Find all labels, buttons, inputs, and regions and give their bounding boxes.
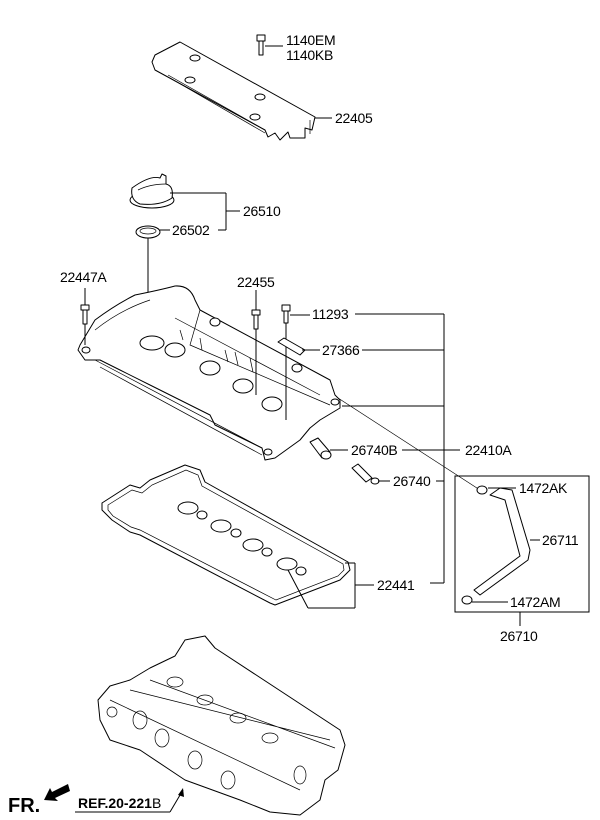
pcv-valve-26740-icon (351, 463, 390, 485)
label-26711[interactable]: 26711 (542, 532, 579, 548)
label-27366[interactable]: 27366 (322, 342, 360, 358)
label-11293[interactable]: 11293 (312, 306, 349, 322)
label-26740[interactable]: 26740 (393, 473, 431, 489)
label-1472ak[interactable]: 1472AK (519, 480, 568, 496)
reference-suffix: B (152, 795, 161, 811)
bolt-22447a-icon (80, 288, 90, 345)
ref-leader (75, 788, 184, 813)
reference-code: REF.20-221 (78, 795, 152, 811)
cylinder-head-drawing (97, 635, 346, 816)
rocker-cover-drawing (77, 285, 341, 461)
label-22405[interactable]: 22405 (335, 110, 373, 126)
hose-assy-box (454, 475, 590, 626)
label-26740b[interactable]: 26740B (351, 442, 398, 458)
label-26502[interactable]: 26502 (172, 222, 210, 238)
connection-line (337, 397, 481, 491)
grommet-26740b-icon (309, 437, 348, 460)
label-22441[interactable]: 22441 (377, 577, 415, 593)
oil-filler-cap-drawing (129, 173, 175, 340)
label-1140em[interactable]: 1140EM (286, 32, 336, 48)
label-1140kb[interactable]: 1140KB (286, 47, 333, 63)
bracket-27366-icon (277, 337, 320, 356)
cover-gasket-drawing (101, 464, 374, 609)
label-1472am[interactable]: 1472AM (510, 594, 561, 610)
label-26710[interactable]: 26710 (500, 628, 538, 644)
front-indicator: FR. (8, 795, 40, 817)
bolt-22455-icon (251, 290, 261, 395)
label-22447a[interactable]: 22447A (60, 269, 108, 285)
front-arrow-icon (44, 784, 70, 801)
label-26510[interactable]: 26510 (243, 203, 281, 219)
leader-22410a (342, 313, 460, 584)
label-22410a[interactable]: 22410A (465, 442, 513, 458)
bolt-1140-icon (256, 34, 283, 56)
engine-cover-drawing (151, 41, 316, 141)
label-22455[interactable]: 22455 (237, 274, 275, 290)
reference-label[interactable]: REF.20-221B (78, 795, 161, 811)
